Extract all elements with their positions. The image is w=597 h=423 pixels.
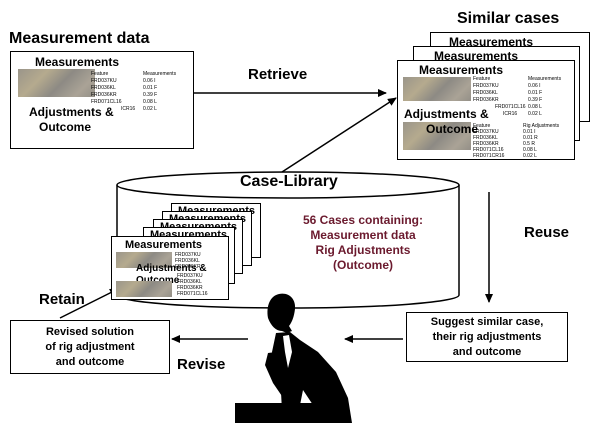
table-cell: 0.01 I: [523, 129, 536, 135]
retain-label: Retain: [39, 291, 85, 308]
table-cell: FRD037KU: [175, 252, 201, 258]
table-header-measurements: Measurements: [528, 76, 562, 82]
table-cell: FRD071CL16: [91, 99, 122, 105]
table-cell: 0.02 L: [528, 111, 542, 117]
suggest-box-line: their rig adjustments: [432, 331, 542, 343]
card-measurements-heading: Measurements: [434, 49, 519, 63]
table-cell: 0.02 L: [143, 106, 157, 112]
rig-adjustment-table: FRD037KU FRD036KL FRD036KR FRD071CL16: [177, 273, 208, 297]
table-header-feature: Feature: [473, 123, 491, 129]
measurement-image: [18, 69, 95, 97]
revised-box-line: and outcome: [55, 356, 125, 368]
suggest-box-line: Suggest similar case,: [430, 316, 544, 328]
card-measurements-heading: Measurements: [449, 35, 534, 49]
card-outcome-heading: Outcome: [39, 120, 92, 134]
similar-case-card-front: Measurements Feature Measurements FRD037…: [397, 60, 575, 160]
retrieve-label: Retrieve: [248, 66, 308, 83]
table-cell: FRD071CL16: [177, 291, 208, 297]
card-outcome-heading: Outcome: [136, 275, 179, 286]
table-cell: 0.02 L: [523, 153, 537, 159]
library-card-front: Measurements FRD037KU FRD036KL FRD036KR …: [111, 236, 229, 300]
card-measurements-heading: Measurements: [125, 239, 203, 251]
retain-arrow: [59, 288, 119, 319]
table-cell: 0.39 F: [143, 92, 158, 98]
table-cell: FRD036KR: [177, 285, 203, 291]
table-cell: FRD036KL: [175, 258, 200, 264]
measurement-data-title: Measurement data: [9, 30, 150, 47]
table-cell: 0.5 R: [523, 141, 535, 147]
table-cell: FRD036KL: [91, 85, 116, 91]
table-cell: FRD071CR16: [473, 153, 505, 159]
table-cell: 0.08 L: [143, 99, 157, 105]
table-cell: FRD036KL: [177, 279, 202, 285]
table-cell: 0.06 I: [143, 78, 156, 84]
adjustment-image: [403, 122, 471, 150]
table-cell: FRD071CL16: [473, 147, 504, 153]
revised-box-line: of rig adjustment: [45, 341, 135, 353]
card-measurements-heading: Measurements: [35, 55, 120, 69]
table-header-measurements: Measurements: [143, 71, 177, 77]
table-cell: FRD036KR: [473, 97, 499, 103]
table-cell: 0.01 R: [523, 135, 538, 141]
table-cell: FRD071CL16: [495, 104, 526, 110]
table-cell: ICR16: [503, 111, 518, 117]
measurement-table: FRD037KU FRD036KL FRD036KR: [175, 252, 201, 270]
table-cell: 0.01 F: [143, 85, 158, 91]
table-cell: 0.08 L: [528, 104, 542, 110]
table-header-feature: Feature: [91, 71, 109, 77]
card-adjustments-heading: Adjustments &: [29, 105, 114, 119]
table-cell: ICR16: [121, 106, 136, 112]
table-cell: FRD036KR: [175, 264, 201, 270]
card-adjustments-heading: Adjustments &: [404, 107, 489, 121]
suggest-similar-case-box: Suggest similar case, their rig adjustme…: [406, 312, 568, 362]
table-cell: 0.39 F: [528, 97, 543, 103]
card-adjustments-heading: Adjustments &: [136, 263, 207, 274]
library-to-cases-arrow: [281, 97, 397, 173]
measurement-image: [403, 77, 471, 101]
card-measurements-heading: Measurements: [419, 63, 504, 77]
measurement-image: [116, 252, 172, 268]
table-header-feature: Feature: [473, 76, 491, 82]
table-cell: FRD036KL: [473, 135, 498, 141]
library-text-line: Measurement data: [310, 228, 416, 242]
table-cell: FRD037KU: [473, 83, 499, 89]
table-cell: 0.08 L: [523, 147, 537, 153]
table-cell: FRD036KL: [473, 90, 498, 96]
table-cell: FRD037KU: [177, 273, 203, 279]
library-text-line: 56 Cases containing:: [302, 213, 424, 227]
suggest-box-line: and outcome: [452, 346, 522, 358]
table-header-rig: Rig Adjustments: [523, 123, 560, 129]
revised-solution-box: Revised solution of rig adjustment and o…: [10, 320, 170, 374]
case-library-description: 56 Cases containing: Measurement data Ri…: [278, 213, 448, 273]
person-icon: [235, 293, 352, 423]
table-cell: 0.01 F: [528, 90, 543, 96]
library-text-line: Rig Adjustments: [315, 243, 411, 257]
card-outcome-heading: Outcome: [426, 122, 479, 136]
table-cell: FRD037KU: [91, 78, 117, 84]
person-shirt-detail: [283, 335, 292, 368]
reuse-label: Reuse: [524, 224, 570, 241]
table-cell: FRD036KR: [473, 141, 499, 147]
table-cell: FRD036KR: [91, 92, 117, 98]
case-library-label: Case-Library: [240, 173, 338, 190]
revised-box-line: Revised solution: [45, 326, 135, 338]
table-cell: FRD037KU: [473, 129, 499, 135]
similar-cases-title: Similar cases: [457, 10, 560, 27]
adjustment-image: [116, 281, 172, 297]
table-cell: 0.06 I: [528, 83, 541, 89]
library-text-line: (Outcome): [333, 258, 393, 272]
revise-label: Revise: [177, 356, 226, 373]
measurement-data-card: Measurements Feature Measurements FRD037…: [10, 51, 194, 149]
